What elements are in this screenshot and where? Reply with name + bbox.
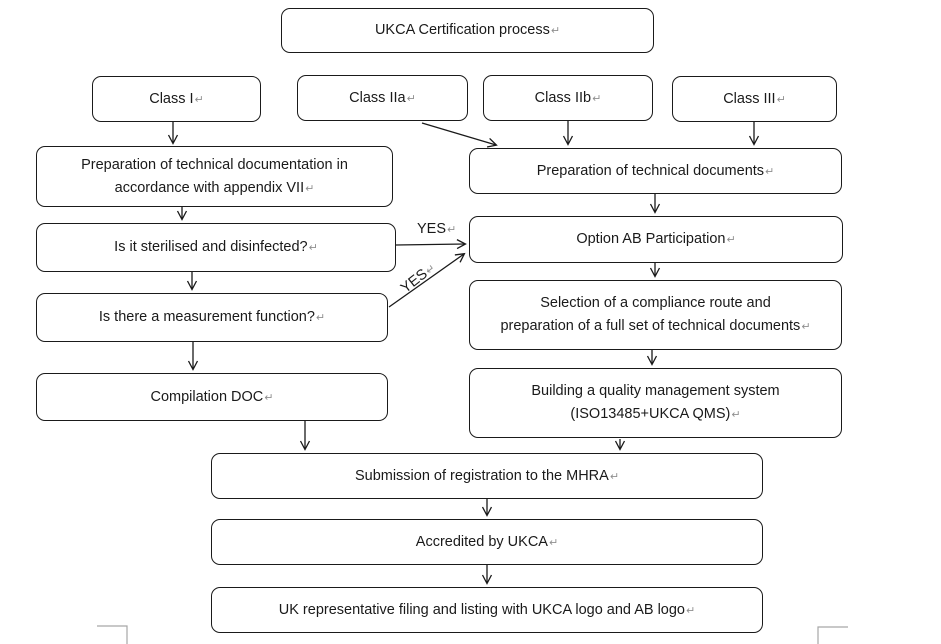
paragraph-return-mark: ↵ bbox=[726, 233, 736, 246]
paragraph-return-mark: ↵ bbox=[592, 91, 602, 105]
node-sterilised[interactable]: Is it sterilised and disinfected?↵ bbox=[36, 223, 396, 272]
paragraph-return-mark: ↵ bbox=[765, 164, 775, 178]
text-boundary-mark-right bbox=[817, 626, 848, 644]
node-class-iia[interactable]: Class IIa↵ bbox=[297, 75, 468, 121]
node-class-iib[interactable]: Class IIb↵ bbox=[483, 75, 653, 121]
node-option-ab-label: Option AB Participation↵ bbox=[576, 231, 736, 247]
node-uk-rep[interactable]: UK representative filing and listing wit… bbox=[211, 587, 763, 633]
paragraph-return-mark: ↵ bbox=[406, 91, 416, 105]
node-compilation-label: Compilation DOC↵ bbox=[150, 388, 274, 405]
edge-sterilised-option-ab bbox=[395, 239, 467, 250]
paragraph-return-mark: ↵ bbox=[264, 390, 274, 404]
node-prep-left-label: Preparation of technical documentation i… bbox=[81, 156, 348, 196]
paragraph-return-mark: ↵ bbox=[548, 535, 559, 549]
edge-label-yes-diagonal: YES↵ bbox=[398, 261, 439, 297]
node-building[interactable]: Building a quality management system(ISO… bbox=[469, 368, 842, 438]
paragraph-return-mark: ↵ bbox=[315, 311, 326, 324]
node-prep-right-label: Preparation of technical documents↵ bbox=[536, 162, 775, 179]
node-title[interactable]: UKCA Certification process↵ bbox=[281, 8, 654, 53]
node-class-iia-label: Class IIa↵ bbox=[349, 89, 416, 106]
node-building-label: Building a quality management system(ISO… bbox=[531, 383, 780, 422]
node-measurement[interactable]: Is there a measurement function?↵ bbox=[36, 293, 388, 342]
node-measurement-label: Is there a measurement function?↵ bbox=[98, 309, 326, 325]
paragraph-return-mark: ↵ bbox=[776, 92, 786, 106]
node-class-i[interactable]: Class I↵ bbox=[92, 76, 261, 122]
paragraph-return-mark: ↵ bbox=[731, 408, 741, 421]
paragraph-return-mark: ↵ bbox=[550, 24, 561, 37]
node-compilation[interactable]: Compilation DOC↵ bbox=[36, 373, 388, 421]
paragraph-return-mark: ↵ bbox=[305, 181, 315, 195]
node-submission[interactable]: Submission of registration to the MHRA↵ bbox=[211, 453, 763, 499]
node-class-i-label: Class I↵ bbox=[149, 90, 204, 107]
node-class-iib-label: Class IIb↵ bbox=[534, 89, 602, 106]
paragraph-return-mark: ↵ bbox=[686, 603, 696, 617]
node-prep-left[interactable]: Preparation of technical documentation i… bbox=[36, 146, 393, 207]
node-class-iii[interactable]: Class III↵ bbox=[672, 76, 837, 122]
node-accredited[interactable]: Accredited by UKCA↵ bbox=[211, 519, 763, 565]
node-accredited-label: Accredited by UKCA↵ bbox=[415, 533, 559, 550]
node-option-ab[interactable]: Option AB Participation↵ bbox=[469, 216, 843, 263]
node-sterilised-label: Is it sterilised and disinfected?↵ bbox=[114, 239, 318, 255]
node-class-iii-label: Class III↵ bbox=[723, 90, 786, 107]
node-prep-right[interactable]: Preparation of technical documents↵ bbox=[469, 148, 842, 194]
paragraph-return-mark: ↵ bbox=[194, 92, 204, 106]
node-uk-rep-label: UK representative filing and listing wit… bbox=[278, 601, 696, 618]
paragraph-return-mark: ↵ bbox=[801, 320, 811, 333]
node-title-label: UKCA Certification process↵ bbox=[374, 22, 561, 38]
edge-class-iia-prep-right bbox=[421, 122, 498, 148]
edge-label-yes-horizontal: YES↵ bbox=[417, 221, 457, 237]
paragraph-return-mark: ↵ bbox=[447, 223, 457, 236]
node-submission-label: Submission of registration to the MHRA↵ bbox=[354, 467, 620, 484]
paragraph-return-mark: ↵ bbox=[308, 241, 318, 254]
text-boundary-mark-left bbox=[97, 625, 128, 644]
paragraph-return-mark: ↵ bbox=[609, 469, 620, 483]
